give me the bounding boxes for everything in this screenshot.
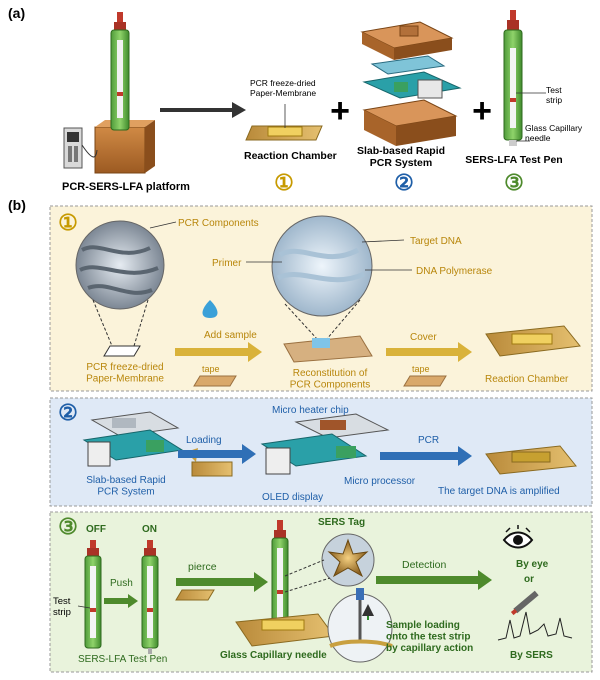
- oled-label: OLED display: [262, 492, 323, 503]
- row3-number: ③: [58, 514, 78, 539]
- reconstitution-sheet: [283, 335, 373, 363]
- add-sample-label: Add sample: [204, 330, 257, 341]
- pierce-label: pierce: [188, 561, 217, 573]
- reaction-chamber-b-label: Reaction Chamber: [485, 374, 569, 385]
- pen-off: [84, 540, 102, 649]
- arrow-pierce: [176, 572, 268, 592]
- pen-on: [141, 540, 159, 654]
- dna-polymerase-label: DNA Polymerase: [416, 266, 493, 277]
- panel-step-3: [49, 511, 593, 673]
- pcr-components-label: PCR Components: [178, 218, 259, 229]
- pen-pierce: [235, 520, 335, 647]
- arrow-add-sample: [175, 342, 262, 362]
- arrow-detection: [376, 570, 492, 590]
- row1-number: ①: [58, 210, 78, 235]
- glass-needle-b-label: Glass Capillary needle: [220, 650, 327, 661]
- step-number-2: ②: [394, 170, 414, 195]
- sers-lfa-test-pen-a: [503, 10, 546, 146]
- plus-sign: +: [330, 92, 350, 130]
- tape-label-1: tape: [202, 364, 220, 374]
- water-drop-icon: [202, 300, 218, 318]
- loading-label: Loading: [186, 435, 222, 446]
- arrow-cover: [386, 342, 472, 362]
- push-label: Push: [110, 578, 133, 589]
- tape-1: [193, 375, 237, 387]
- panel-b-label: (b): [8, 197, 26, 213]
- cover-label: Cover: [410, 332, 437, 343]
- panel-a-label: (a): [8, 5, 25, 21]
- detection-label: Detection: [402, 559, 447, 571]
- sers-tag-icon: [327, 538, 369, 578]
- slab-system-b: [82, 411, 184, 467]
- sers-tag-label: SERS Tag: [318, 517, 365, 528]
- reconstitution-mesh: [271, 215, 373, 317]
- by-eye-label: By eye: [516, 559, 549, 570]
- step-number-3: ③: [504, 170, 524, 195]
- micro-heater-label: Micro heater chip: [272, 405, 349, 416]
- arrow-push: [104, 594, 138, 608]
- arrow-pcr: [380, 446, 472, 466]
- slab-system-b2: [260, 413, 390, 475]
- arrow-loading: [178, 444, 256, 464]
- step-number-1: ①: [274, 170, 294, 195]
- amplified-label: The target DNA is amplified: [438, 486, 560, 497]
- chamber-small-2: [175, 589, 215, 601]
- slab-pcr-system-a: [360, 21, 462, 146]
- platform-illustration: [63, 12, 155, 174]
- pcr-components-mesh: [75, 220, 165, 310]
- pen-b-label: SERS-LFA Test Pen: [78, 654, 167, 665]
- row2-number: ②: [58, 400, 78, 425]
- plus-sign-2: +: [472, 92, 492, 130]
- by-sers-label: By SERS: [510, 650, 553, 661]
- micro-processor-label: Micro processor: [344, 476, 416, 487]
- eye-icon: [502, 525, 534, 549]
- platform-caption: PCR-SERS-LFA platform: [62, 181, 190, 193]
- pcr-label: PCR: [418, 435, 439, 446]
- or-label: or: [524, 574, 534, 585]
- reaction-chamber-caption: Reaction Chamber: [244, 150, 337, 162]
- on-label: ON: [142, 524, 157, 535]
- off-label: OFF: [86, 524, 106, 535]
- pen-caption: SERS-LFA Test Pen: [465, 154, 562, 166]
- primer-label: Primer: [212, 258, 242, 269]
- tape-label-2: tape: [412, 364, 430, 374]
- sers-spectrum-icon: [497, 611, 573, 641]
- laser-pen-icon: [510, 590, 539, 616]
- paper-membrane-sheet: [103, 345, 141, 357]
- target-dna-label: Target DNA: [410, 236, 462, 247]
- tape-2: [403, 375, 447, 387]
